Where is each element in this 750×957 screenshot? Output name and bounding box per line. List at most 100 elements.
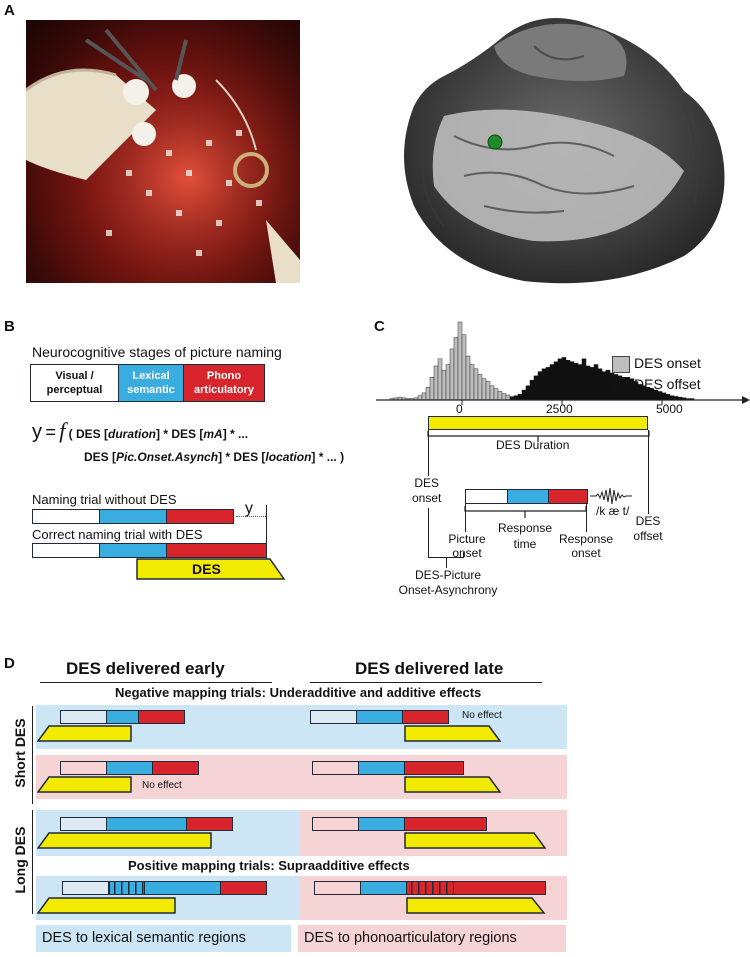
offset-bar-18 — [582, 359, 586, 400]
r2e-des-svg — [37, 776, 137, 794]
des-offset-tick — [648, 430, 649, 514]
asynchrony-line1: DES-Picture — [390, 568, 506, 583]
onset-bar-9 — [426, 387, 430, 400]
stage-visual: Visual / perceptual — [31, 365, 119, 401]
trial-with-label: Correct naming trial with DES — [32, 527, 203, 542]
trial-without-visual — [32, 509, 100, 524]
surgery-photo — [26, 20, 300, 283]
stage-lexical-line2: semantic — [119, 383, 183, 397]
r3e-des — [38, 833, 211, 848]
onset-bar-14 — [446, 365, 450, 400]
r4l-phono-dashes — [406, 881, 454, 895]
offset-bar-11 — [554, 362, 558, 400]
formula-2a: DES [ — [84, 450, 116, 464]
asynchrony-label: DES-Picture Onset-Asynchrony — [390, 568, 506, 598]
offset-bar-16 — [574, 363, 578, 400]
offset-bar-40 — [670, 396, 674, 400]
col-late-title: DES delivered late — [355, 659, 503, 679]
offset-bar-15 — [570, 362, 574, 400]
r3e-visual — [60, 817, 107, 831]
r2l-visual — [312, 761, 359, 775]
des-offset-label: DES offset — [632, 514, 664, 544]
negative-title: Negative mapping trials: Underadditive a… — [115, 685, 481, 700]
offset-bar-24 — [606, 370, 610, 400]
des-onset-line2: onset — [412, 491, 441, 506]
histogram-axis-arrow — [742, 396, 750, 404]
des-onset-label: DES onset — [412, 476, 441, 506]
r3l-des-svg — [404, 832, 554, 850]
offset-bar-19 — [586, 366, 590, 400]
offset-bar-13 — [562, 357, 566, 400]
r1l-des-svg — [404, 725, 504, 743]
onset-bar-16 — [454, 338, 458, 400]
offset-bar-8 — [542, 369, 546, 400]
onset-bar-27 — [498, 391, 502, 400]
r1e-visual — [60, 710, 107, 724]
trial-with-lexical — [99, 543, 167, 558]
tick-5000: 5000 — [656, 402, 683, 416]
offset-bar-22 — [598, 369, 602, 400]
onset-bar-7 — [418, 396, 422, 400]
offset-bar-6 — [534, 376, 538, 400]
formula-line-1: y = f ( DES [duration] * DES [mA] * ... — [32, 418, 248, 444]
r3e-phono — [186, 817, 233, 831]
formula-y: y — [32, 421, 42, 443]
offset-bar-4 — [526, 386, 530, 400]
no-effect-2: No effect — [142, 780, 182, 791]
stage-phono: Phono articulatory — [184, 365, 264, 401]
onset-bar-18 — [462, 335, 466, 400]
r1l-phono — [402, 710, 449, 724]
r3e-lexical — [106, 817, 187, 831]
stage-lexical: Lexical semantic — [119, 365, 184, 401]
r3l-visual — [312, 817, 359, 831]
response-onset-label: Response onset — [554, 532, 618, 560]
onset-bar-19 — [466, 356, 470, 400]
onset-bar-22 — [478, 374, 482, 400]
response-time-line1: Response — [495, 520, 555, 536]
offset-bar-39 — [666, 394, 670, 400]
trial-without-phono — [166, 509, 234, 524]
row-long-bracket — [32, 810, 33, 914]
r2l-des — [405, 777, 500, 792]
onset-bar-10 — [430, 377, 434, 400]
offset-bar-20 — [590, 367, 594, 400]
legend-offset-label: DES offset — [634, 376, 701, 392]
r2e-des — [38, 777, 131, 792]
tick-2500: 2500 — [546, 402, 573, 416]
formula-1c: ] * DES [ — [156, 427, 203, 441]
des-duration-bar — [428, 416, 648, 430]
onset-bar-25 — [490, 386, 494, 400]
formula-2b: Pic.Onset.Asynch — [116, 450, 218, 464]
onset-bar-24 — [486, 382, 490, 400]
legend-lexical-box: DES to lexical semantic regions — [36, 925, 291, 952]
picture-onset-line1: Picture — [442, 532, 492, 546]
asynchrony-line2: Onset-Asynchrony — [390, 583, 506, 598]
onset-bar-8 — [422, 393, 426, 400]
onset-bar-26 — [494, 389, 498, 400]
asynchrony-stem — [428, 508, 429, 552]
r1e-des-svg — [37, 725, 137, 743]
offset-bar-12 — [558, 359, 562, 400]
formula-2e: ] * ... ) — [311, 450, 344, 464]
response-onset-tick — [586, 504, 587, 532]
des-onset-tick — [428, 430, 429, 476]
offset-bar-1 — [514, 396, 518, 400]
formula-2d: location — [265, 450, 311, 464]
offset-bar-5 — [530, 380, 534, 400]
panel-label-a: A — [4, 2, 15, 19]
r3l-des — [405, 833, 545, 848]
r2e-lexical — [106, 761, 153, 775]
stage-visual-line1: Visual / — [31, 369, 118, 383]
onset-bar-15 — [450, 349, 454, 400]
c-trial-visual — [465, 489, 508, 504]
panel-label-d: D — [4, 655, 15, 672]
offset-bar-14 — [566, 360, 570, 400]
stages-strip: Visual / perceptual Lexical semantic Pho… — [30, 364, 265, 402]
col-late-rule — [310, 682, 542, 683]
r4l-des-svg — [406, 897, 551, 915]
stage-phono-line1: Phono — [184, 369, 264, 383]
no-effect-1: No effect — [462, 710, 502, 721]
r2l-lexical — [358, 761, 405, 775]
r4l-des — [407, 898, 544, 913]
onset-bar-29 — [506, 395, 510, 400]
